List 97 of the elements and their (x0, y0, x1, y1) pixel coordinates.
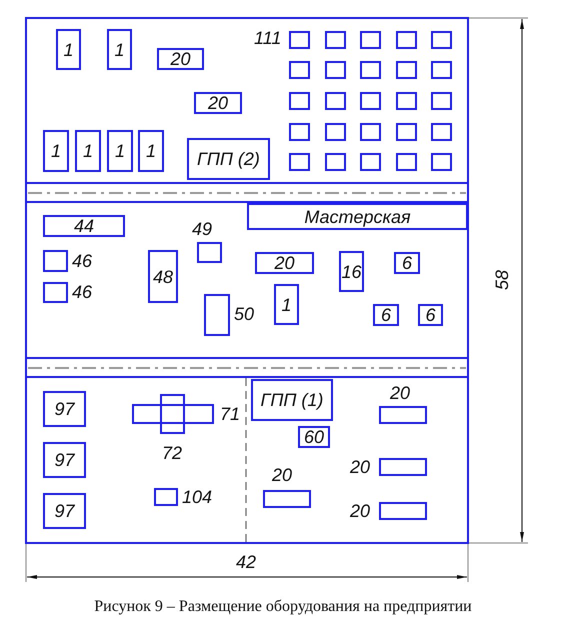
equipment-box (325, 31, 346, 49)
equipment-box (431, 31, 452, 49)
equipment-box (289, 31, 310, 49)
equipment-number: 72 (162, 443, 182, 463)
equipment-box (396, 92, 417, 110)
equipment-label: 6 (380, 305, 391, 325)
equipment-box (43, 282, 68, 303)
equipment-label: 20 (208, 93, 228, 113)
equipment-number: 104 (182, 487, 212, 507)
dimension-value: 58 (492, 270, 512, 290)
equipment-label: 20 (274, 253, 295, 273)
equipment-label: 44 (74, 216, 94, 236)
equipment-label: 97 (54, 501, 75, 521)
equipment-box (197, 242, 222, 263)
equipment-number: 46 (72, 282, 92, 302)
equipment-box (418, 304, 443, 326)
equipment-box (187, 138, 270, 180)
equipment-box (379, 406, 427, 424)
equipment-label: ГПП (1) (260, 390, 324, 410)
equipment-number: 111 (254, 28, 282, 48)
figure-caption: Рисунок 9 – Размещение оборудования на предприятии (93, 598, 473, 616)
equipment-box (298, 426, 330, 448)
equipment-box (360, 61, 381, 79)
equipment-label: 6 (402, 253, 412, 273)
equipment-number: 20 (272, 465, 292, 485)
equipment-box (360, 153, 381, 171)
equipment-box (43, 215, 125, 237)
equipment-number: 46 (72, 251, 92, 271)
equipment-box (255, 252, 314, 274)
equipment-label: 1 (146, 141, 156, 161)
equipment-box (431, 123, 452, 141)
equipment-box (289, 153, 310, 171)
equipment-box (325, 61, 346, 79)
equipment-label: 20 (170, 49, 191, 69)
equipment-box (396, 61, 417, 79)
equipment-box (247, 203, 468, 230)
equipment-number: 50 (234, 304, 254, 324)
equipment-box (325, 92, 346, 110)
equipment-box (396, 123, 417, 141)
equipment-box (373, 304, 399, 326)
equipment-box (194, 92, 242, 114)
equipment-box (56, 29, 81, 70)
equipment-box (289, 92, 310, 110)
equipment-box (274, 284, 299, 325)
equipment-label: 48 (152, 266, 174, 286)
equipment-box (263, 490, 311, 508)
equipment-box (360, 92, 381, 110)
equipment-box (396, 31, 417, 49)
equipment-number: 20 (350, 501, 370, 521)
equipment-label: ГПП (2) (197, 149, 260, 169)
equipment-box (43, 130, 69, 172)
equipment-box (107, 29, 132, 70)
equipment-box (251, 379, 333, 421)
equipment-box (157, 48, 204, 70)
equipment-box (379, 458, 427, 476)
equipment-label: 1 (50, 141, 61, 161)
equipment-label: 6 (425, 305, 436, 325)
equipment-box (75, 130, 101, 172)
equipment-label: 16 (341, 262, 362, 282)
equipment-box (431, 61, 452, 79)
equipment-box (204, 294, 230, 336)
equipment-number: 20 (390, 383, 410, 403)
equipment-box (289, 123, 310, 141)
equipment-box (289, 61, 310, 79)
equipment-box (360, 123, 381, 141)
equipment-box (394, 252, 420, 274)
equipment-box (148, 250, 178, 303)
equipment-number: 20 (350, 457, 370, 477)
equipment-label: 97 (54, 399, 75, 419)
equipment-label: 1 (114, 141, 125, 161)
equipment-box (43, 442, 86, 478)
dimension-value: 42 (236, 552, 256, 572)
equipment-box (43, 493, 86, 529)
equipment-box (132, 404, 214, 424)
equipment-box (160, 394, 185, 434)
equipment-label: 1 (281, 294, 292, 314)
equipment-label: 1 (114, 40, 124, 60)
equipment-label: 97 (54, 450, 75, 470)
equipment-box (154, 488, 178, 506)
equipment-box (431, 92, 452, 110)
equipment-box (325, 123, 346, 141)
equipment-box (325, 153, 346, 171)
equipment-number: 49 (192, 219, 212, 239)
equipment-box (339, 251, 364, 292)
equipment-box (360, 31, 381, 49)
equipment-label: 1 (63, 40, 74, 60)
equipment-box (431, 153, 452, 171)
equipment-label: 60 (304, 427, 324, 447)
equipment-box (379, 502, 427, 520)
equipment-box (138, 130, 164, 172)
equipment-label: 1 (82, 141, 93, 161)
equipment-label: Мастерская (304, 206, 411, 226)
equipment-number: 71 (220, 404, 240, 424)
equipment-box (107, 130, 133, 172)
equipment-box (396, 153, 417, 171)
equipment-box (43, 250, 68, 272)
equipment-box (43, 391, 86, 427)
